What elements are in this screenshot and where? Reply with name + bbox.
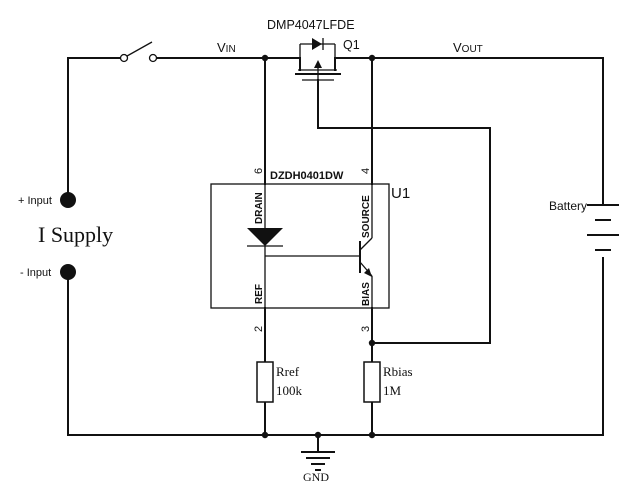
wire-input-to-switch (67, 57, 121, 201)
zener-diode-symbol (247, 184, 360, 308)
junction-vin (261, 54, 269, 62)
resistor-rref (256, 361, 274, 403)
junctions (261, 54, 376, 439)
u1-part-label: DZDH0401DW (270, 170, 344, 182)
supply-label: I Supply (38, 222, 113, 247)
junction-gnd-mid (314, 431, 322, 439)
u1-ref-label: U1 (391, 185, 410, 202)
rref-name-label: Rref (276, 364, 300, 379)
rbias-value-label: 1M (383, 383, 402, 398)
battery-symbol (587, 204, 619, 251)
battery-label: Battery (549, 199, 587, 213)
ground-symbol (301, 451, 335, 471)
junction-gnd-left (261, 431, 269, 439)
pin-3-label: 3 (360, 326, 372, 332)
u1-package-box (210, 183, 390, 309)
pin-4-label: 4 (360, 168, 372, 174)
switch-symbol (119, 41, 158, 63)
gnd-label: GND (303, 470, 329, 481)
q1-ref-label: Q1 (343, 38, 360, 52)
resistor-rbias (363, 361, 381, 403)
minus-input-label: - Input (20, 267, 51, 279)
pin-bias-label: BIAS (361, 282, 372, 306)
vout-label: VOUT (453, 40, 483, 55)
q1-part-label: DMP4047LFDE (267, 18, 355, 32)
junction-vout (368, 54, 376, 62)
wires (67, 57, 604, 453)
rref-value-label: 100k (276, 383, 303, 398)
terminal-minus-input (60, 264, 76, 280)
wire-battery-to-gnd (67, 257, 604, 436)
rbias-name-label: Rbias (383, 364, 413, 379)
wire-vin-to-q1 (264, 57, 301, 71)
wire-gate-to-bias (317, 79, 491, 344)
mosfet-q1-symbol (295, 38, 341, 81)
pin-ref-label: REF (254, 284, 265, 304)
plus-input-label: + Input (18, 195, 52, 207)
pin-drain-label: DRAIN (254, 192, 265, 224)
terminal-plus-input (60, 192, 76, 208)
junction-gnd-right (368, 431, 376, 439)
pin-6-label: 6 (253, 168, 265, 174)
pin-source-label: SOURCE (361, 195, 372, 238)
wire-q1-to-vout (334, 57, 604, 206)
vin-label: VIN (217, 40, 236, 55)
bjt-transistor-symbol (359, 184, 373, 308)
pin-2-label: 2 (253, 326, 265, 332)
junction-bias (368, 339, 376, 347)
